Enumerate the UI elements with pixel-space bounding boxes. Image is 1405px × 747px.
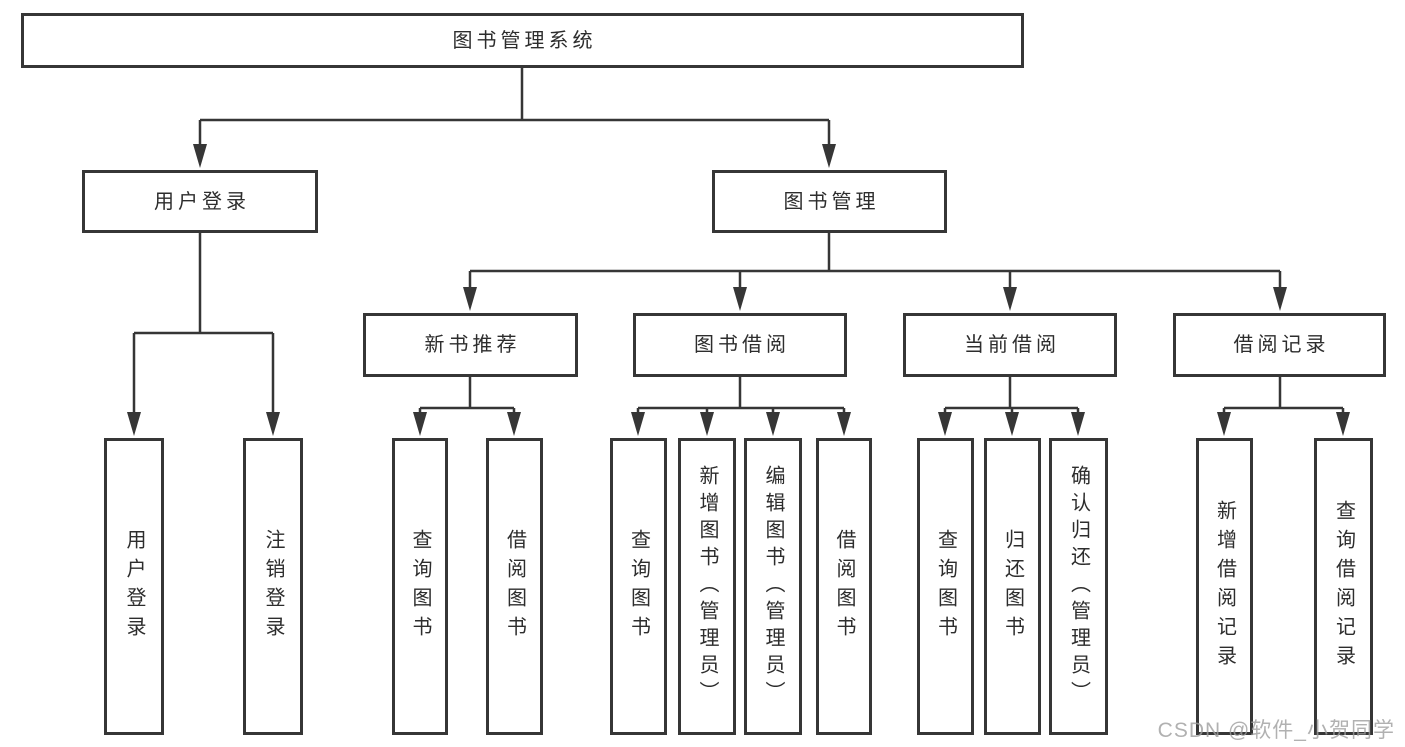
leaf-label: 新增借阅记录 [1213,499,1236,674]
leaf-label: 查询借阅记录 [1332,499,1355,674]
leaf-label: 借阅图书 [833,528,855,645]
leaf-query-books-current: 查询图书 [917,438,974,735]
node-user-login: 用户登录 [82,170,318,233]
leaf-label: 查询图书 [627,528,650,645]
node-label: 借阅记录 [1233,334,1330,356]
node-borrowing-records: 借阅记录 [1173,313,1386,377]
leaf-user-login: 用户登录 [104,438,164,735]
node-label: 新书推荐 [424,334,521,356]
leaf-add-borrowing-record: 新增借阅记录 [1196,438,1253,735]
node-label: 图书管理系统 [452,29,597,52]
leaf-label: 编辑图书（管理员） [762,465,784,708]
leaf-query-borrowing-record: 查询借阅记录 [1314,438,1373,735]
leaf-add-books-admin: 新增图书（管理员） [678,438,736,735]
leaf-label: 查询图书 [409,528,431,645]
leaf-query-books-recommend: 查询图书 [392,438,448,735]
node-library-management-system: 图书管理系统 [21,13,1024,68]
leaf-borrow-books-recommend: 借阅图书 [486,438,543,735]
node-book-management: 图书管理 [712,170,947,233]
leaf-label: 新增图书（管理员） [696,465,718,708]
leaf-label: 查询图书 [934,528,957,645]
arrowhead-icons [127,144,1350,436]
node-current-borrowing: 当前借阅 [903,313,1117,377]
node-label: 用户登录 [154,190,250,213]
node-book-borrowing: 图书借阅 [633,313,847,377]
leaf-label: 确认归还（管理员） [1067,465,1090,708]
node-label: 当前借阅 [964,334,1060,356]
csdn-watermark: CSDN @软件_小贺同学 [1157,719,1395,742]
node-label: 图书管理 [783,190,880,213]
node-new-book-recommend: 新书推荐 [363,313,578,377]
leaf-label: 借阅图书 [503,528,526,645]
node-label: 图书借阅 [694,334,790,356]
leaf-confirm-return-admin: 确认归还（管理员） [1049,438,1108,735]
leaf-logout: 注销登录 [243,438,303,735]
leaf-query-books-borrowing: 查询图书 [610,438,667,735]
leaf-label: 用户登录 [123,528,145,645]
leaf-label: 归还图书 [1001,528,1024,645]
leaf-edit-books-admin: 编辑图书（管理员） [744,438,802,735]
leaf-return-books: 归还图书 [984,438,1041,735]
leaf-borrow-books: 借阅图书 [816,438,872,735]
leaf-label: 注销登录 [262,528,284,645]
